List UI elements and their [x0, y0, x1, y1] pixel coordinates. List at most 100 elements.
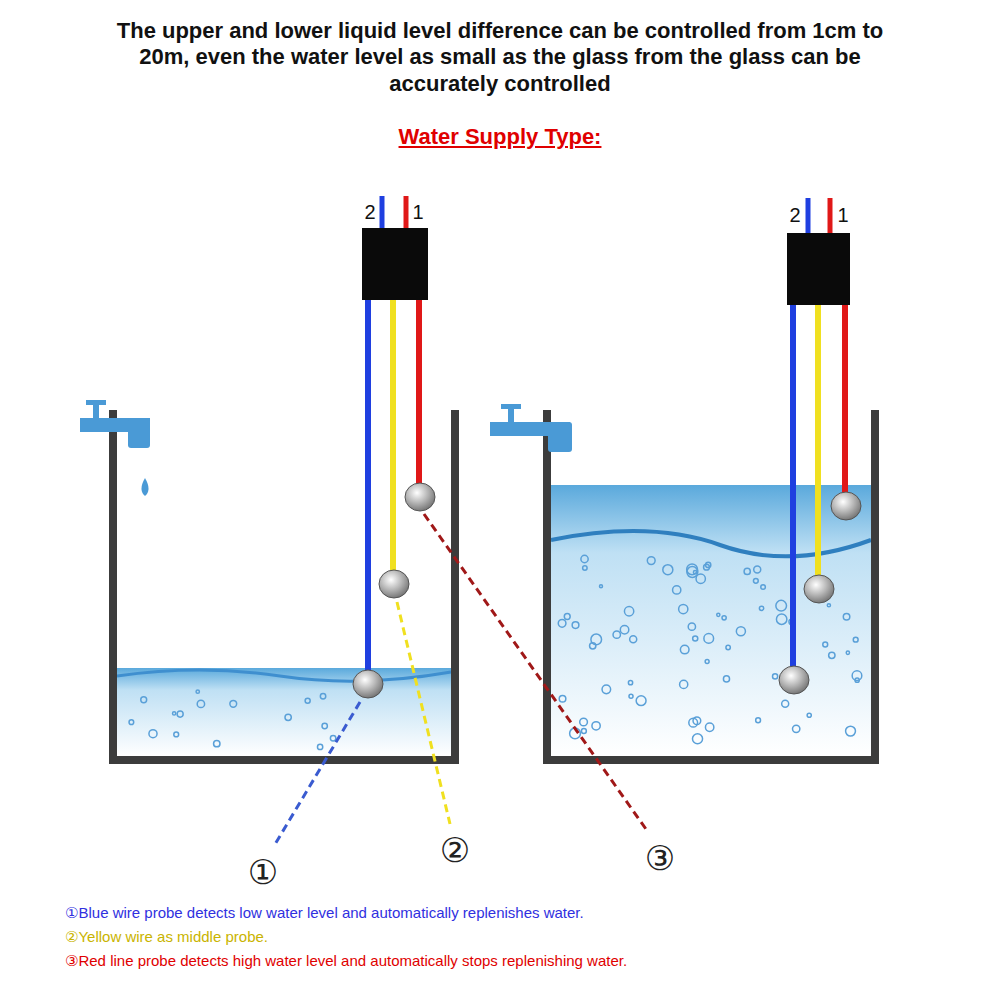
bubble — [687, 564, 698, 575]
bubble — [680, 680, 688, 688]
tank — [547, 410, 875, 760]
bubble — [705, 660, 709, 664]
callout-number: ② — [440, 830, 470, 871]
leader-line — [397, 602, 450, 824]
bubble — [590, 643, 596, 649]
bubble — [663, 565, 673, 575]
bubble — [688, 623, 695, 630]
note: ①Blue wire probe detects low water level… — [65, 904, 584, 922]
bubble — [581, 555, 588, 562]
bubble — [174, 732, 179, 737]
bubble — [704, 634, 714, 644]
water-surface — [117, 670, 451, 681]
bubble — [647, 557, 655, 565]
bubble — [807, 713, 811, 717]
water — [551, 485, 871, 756]
bubble — [823, 642, 828, 647]
bubble — [692, 734, 702, 744]
bubble — [583, 566, 587, 570]
bubble — [629, 694, 633, 698]
sensor — [353, 196, 435, 698]
bubble — [317, 744, 322, 749]
pin-number: 1 — [412, 200, 423, 224]
bubble — [744, 568, 750, 574]
water-surface — [551, 531, 871, 556]
bubble — [679, 604, 688, 613]
bubble — [581, 729, 586, 734]
bubble — [173, 712, 176, 715]
bubble — [846, 651, 849, 654]
faucet — [80, 400, 150, 496]
bubble — [852, 671, 862, 681]
bubble — [149, 730, 157, 738]
bubble — [558, 620, 566, 628]
sensor — [779, 198, 861, 694]
bubble — [689, 718, 698, 727]
bubble — [693, 636, 698, 641]
bubble — [285, 714, 291, 720]
bubble — [736, 627, 745, 636]
leader-line — [424, 514, 648, 832]
bubble — [722, 616, 726, 620]
bubble — [624, 607, 633, 616]
bubble — [214, 740, 220, 746]
bubble — [592, 722, 600, 730]
bubble — [754, 566, 761, 573]
bubble — [696, 574, 705, 583]
bubble — [129, 720, 134, 725]
bubble — [756, 718, 761, 723]
bubble — [855, 678, 859, 682]
bubble — [628, 681, 632, 685]
bubble — [613, 631, 620, 638]
bubble — [580, 718, 588, 726]
bubble — [320, 694, 325, 699]
bubble — [673, 586, 681, 594]
bubble — [705, 723, 713, 731]
bubble — [793, 725, 800, 732]
bubble — [782, 700, 789, 707]
water — [117, 668, 451, 756]
note: ③Red line probe detects high water level… — [65, 952, 627, 970]
pin-number: 2 — [364, 200, 375, 224]
leader-line — [274, 702, 360, 846]
bubble — [230, 700, 237, 707]
bubble — [773, 674, 778, 679]
pin-number: 1 — [837, 203, 848, 227]
bubble — [197, 700, 204, 707]
bubble — [559, 695, 566, 702]
bubble — [330, 735, 335, 740]
bubble — [620, 626, 628, 634]
bubble — [846, 726, 856, 736]
bubble — [843, 613, 850, 620]
bubble — [602, 685, 611, 694]
bubble — [305, 698, 310, 703]
callout-number: ③ — [645, 838, 675, 879]
tank — [113, 410, 455, 760]
bubble — [141, 697, 147, 703]
bubble — [776, 614, 786, 624]
bubble — [599, 585, 602, 588]
bubble — [753, 578, 758, 583]
note: ②Yellow wire as middle probe. — [65, 928, 268, 946]
bubble — [572, 622, 579, 629]
section-heading: Water Supply Type: — [399, 124, 602, 150]
bubble — [196, 690, 199, 693]
bubble — [717, 613, 720, 616]
bubble — [723, 676, 729, 682]
bubble — [177, 711, 183, 717]
bubble — [829, 652, 835, 658]
pin-number: 2 — [789, 203, 800, 227]
bubble — [776, 600, 787, 611]
bubble — [564, 614, 570, 620]
faucet — [490, 404, 572, 452]
bubble — [680, 645, 689, 654]
callout-number: ① — [248, 852, 278, 893]
title: The upper and lower liquid level differe… — [100, 18, 900, 97]
bubble — [761, 585, 766, 590]
bubble — [827, 604, 830, 607]
bubble — [630, 636, 637, 643]
bubble — [322, 723, 327, 728]
bubble — [704, 564, 710, 570]
bubbles — [129, 555, 862, 749]
